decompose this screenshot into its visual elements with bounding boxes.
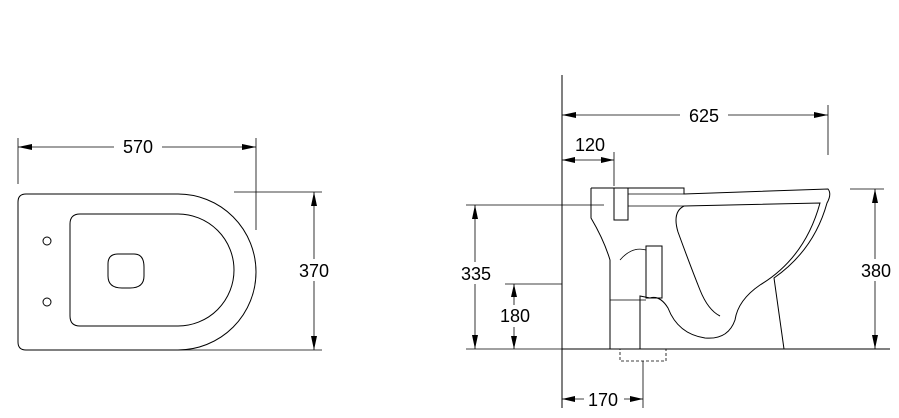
dimension-label-370: 370 [299, 261, 329, 281]
side-view-trap [639, 202, 821, 349]
dimension-label-120: 120 [575, 135, 605, 155]
side-view: 625 120 335 180 [454, 75, 898, 410]
dimension-370: 370 [178, 191, 336, 351]
dimension-380: 380 [850, 188, 898, 349]
top-view-seat [69, 213, 235, 327]
dimension-label-335: 335 [461, 264, 491, 284]
fixing-hole-icon [42, 236, 52, 246]
dimension-625: 625 [562, 104, 829, 155]
outlet-collar [645, 245, 663, 299]
dimension-label-180: 180 [500, 306, 530, 326]
top-view: 570 370 [17, 136, 336, 351]
floor-outlet-dashed [619, 348, 667, 362]
top-view-outline [17, 193, 257, 351]
fixing-hole-icon [42, 297, 52, 307]
side-view-body [590, 187, 831, 350]
dimension-170: 170 [562, 361, 644, 410]
dimension-335: 335 [454, 204, 604, 350]
dimension-label-570: 570 [123, 137, 153, 157]
dimension-180: 180 [496, 283, 562, 349]
dimension-570: 570 [17, 136, 257, 230]
dimension-label-170: 170 [588, 390, 618, 410]
inlet-spigot [613, 187, 629, 221]
dimension-120: 120 [562, 135, 615, 186]
dimension-label-380: 380 [861, 261, 891, 281]
top-view-drain [107, 253, 145, 289]
dimension-label-625: 625 [689, 106, 719, 126]
